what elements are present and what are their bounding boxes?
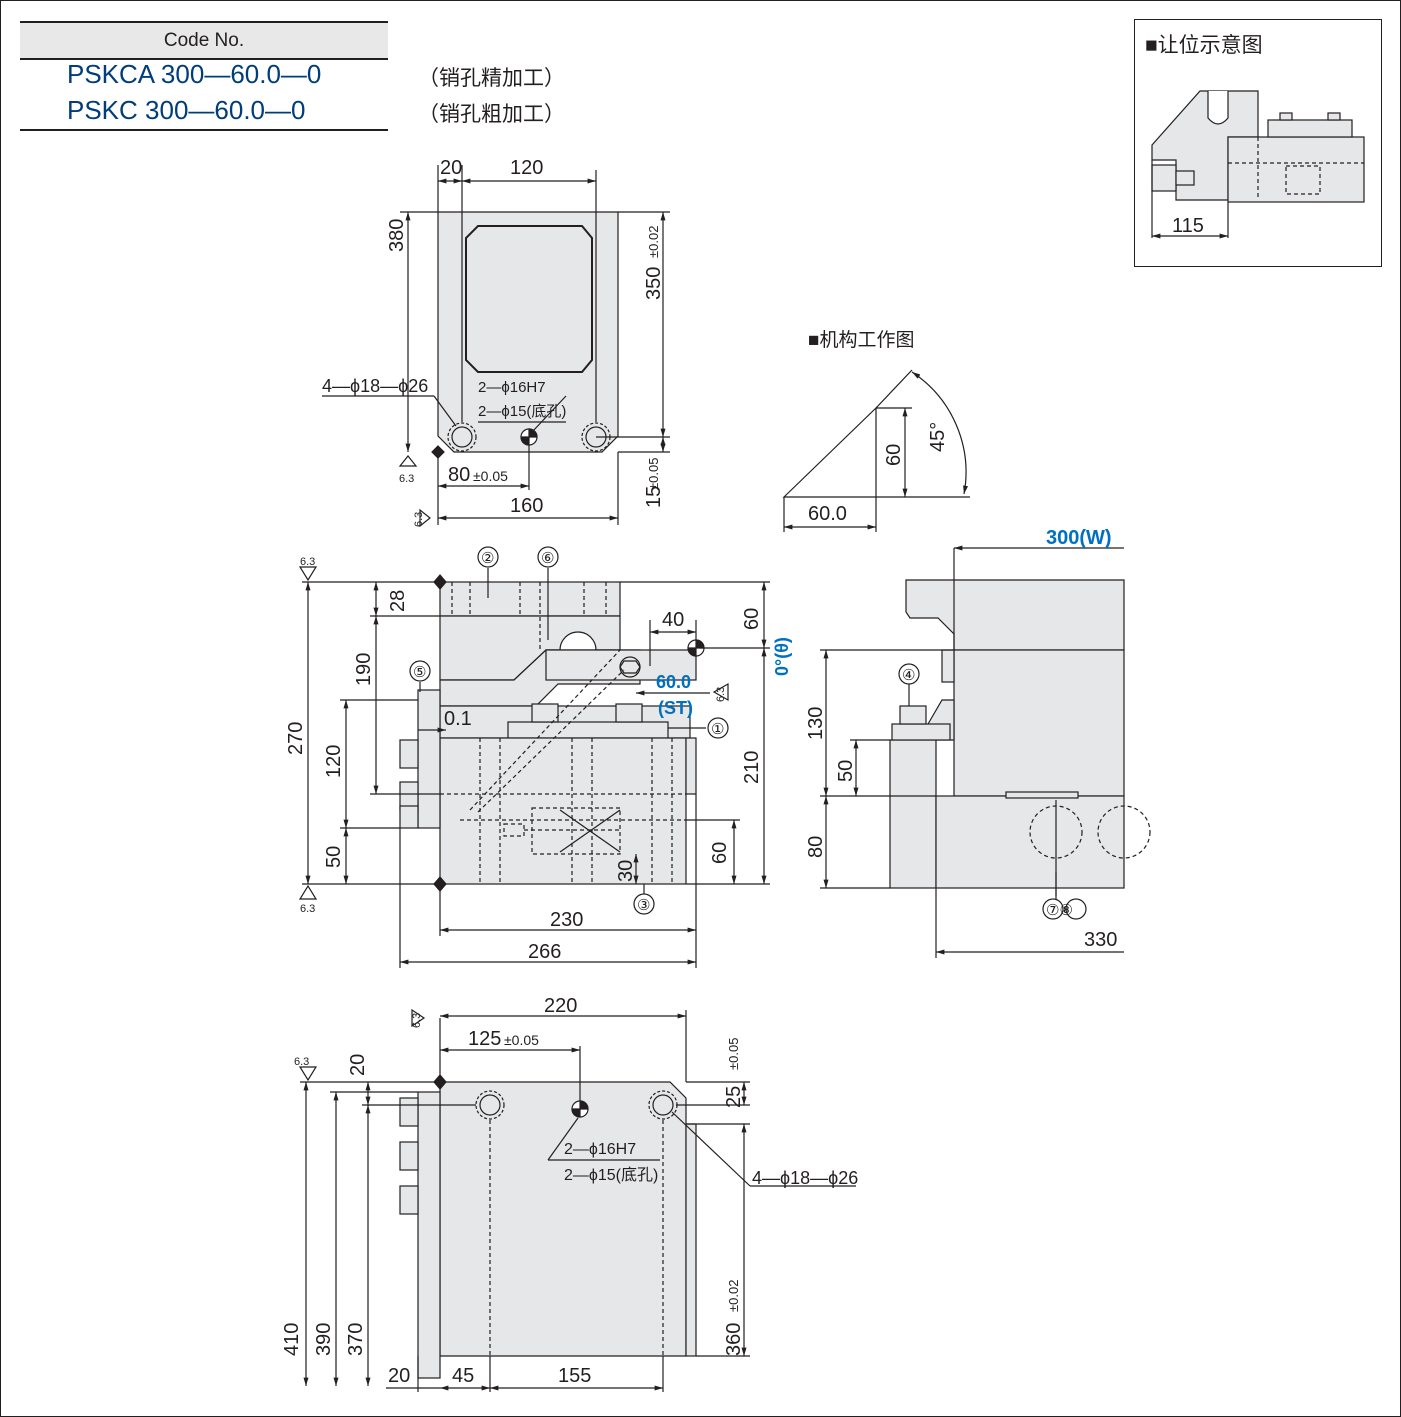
code-table-header: Code No.	[20, 21, 388, 60]
code-note-rough: （销孔粗加工）	[418, 103, 565, 126]
side-dim-330: 330	[1084, 929, 1117, 951]
bottom-dim-155: 155	[558, 1365, 591, 1387]
front-balloon-1: ①	[711, 721, 724, 738]
bottom-roughness-left: 6.3	[294, 1056, 309, 1068]
top-bolt-hole-label: 4—ϕ18—ϕ26	[322, 376, 428, 396]
front-balloon-5: ⑤	[413, 664, 426, 681]
bottom-roughness-top: 6.3	[411, 1013, 423, 1028]
front-roughness-top: 6.3	[300, 556, 315, 568]
bottom-tol-005: ±0.05	[504, 1032, 539, 1048]
front-balloon-3: ③	[637, 897, 650, 914]
clearance-inset	[1134, 19, 1382, 267]
front-dim-30: 30	[615, 860, 637, 882]
front-balloon-6: ⑥	[541, 550, 554, 567]
side-balloon-4: ④	[902, 667, 915, 684]
bottom-dim-220: 220	[544, 995, 577, 1017]
front-dim-210: 210	[741, 751, 763, 784]
bottom-dim-20-left: 20	[388, 1365, 410, 1387]
front-dim-28: 28	[387, 590, 409, 612]
front-dim-60-bottom: 60	[709, 842, 731, 864]
bottom-pin-label-2: 2—ϕ15(底孔)	[564, 1166, 658, 1184]
mechanism-diagram	[782, 369, 970, 532]
bottom-pin-label-1: 2—ϕ16H7	[564, 1141, 636, 1158]
top-roughness-b: 6.3	[413, 512, 425, 527]
top-pin-label-1: 2—ϕ16H7	[478, 379, 546, 396]
front-dim-50: 50	[323, 846, 345, 868]
bottom-dim-390: 390	[313, 1323, 335, 1356]
bottom-dim-360: 360	[723, 1323, 745, 1356]
front-dim-230: 230	[550, 909, 583, 931]
front-roughness-side: 6.3	[715, 687, 727, 702]
front-dim-60-top: 60	[741, 608, 763, 630]
code-table-bottom-rule	[20, 129, 388, 131]
side-width-label: 300(W)	[1046, 527, 1112, 549]
code-row-pskca: PSKCA 300—60.0—0	[67, 59, 322, 89]
inset-title: ■让位示意图	[1145, 34, 1263, 57]
front-dim-40: 40	[662, 609, 684, 631]
mechanism-angle: 45°	[927, 422, 949, 452]
bottom-dim-45: 45	[452, 1365, 474, 1387]
front-dim-01: 0.1	[444, 708, 472, 730]
bottom-dim-410: 410	[281, 1323, 303, 1356]
top-dim-160: 160	[510, 495, 543, 517]
front-dim-120: 120	[323, 745, 345, 778]
front-dim-270: 270	[285, 722, 307, 755]
side-dim-80: 80	[805, 836, 827, 858]
top-dim-350: 350	[643, 267, 665, 300]
front-view	[298, 546, 770, 968]
bottom-dim-20-top: 20	[347, 1054, 369, 1076]
mechanism-dim-height: 60	[883, 444, 905, 466]
top-dim-80: 80	[448, 464, 470, 486]
bottom-bolt-hole-label: 4—ϕ18—ϕ26	[752, 1168, 858, 1188]
side-balloon-7-8: ⑦⑧	[1046, 902, 1073, 919]
top-dim-20: 20	[440, 157, 462, 179]
bottom-dim-25: 25	[723, 1086, 745, 1108]
bottom-dim-370: 370	[345, 1323, 367, 1356]
front-dim-266: 266	[528, 941, 561, 963]
side-dim-130: 130	[805, 707, 827, 740]
mechanism-title: ■机构工作图	[808, 330, 915, 351]
front-stroke-label: (ST)	[658, 698, 693, 718]
top-dim-120: 120	[510, 157, 543, 179]
top-tol-005-vertical: ±0.05	[646, 458, 661, 490]
top-pin-label-2: 2—ϕ15(底孔)	[478, 403, 566, 420]
top-dim-15: 15	[643, 486, 665, 508]
inset-drawing	[1151, 90, 1365, 239]
bottom-tol-005-vertical: ±0.05	[726, 1038, 741, 1070]
inset-dim-115: 115	[1172, 215, 1204, 237]
top-roughness-a: 6.3	[399, 473, 414, 485]
bottom-view	[298, 1008, 856, 1392]
bottom-dim-125: 125	[468, 1028, 501, 1050]
side-view	[820, 545, 1151, 958]
bottom-tol-002: ±0.02	[726, 1280, 741, 1312]
front-balloon-2: ②	[481, 550, 494, 567]
front-roughness-bottom: 6.3	[300, 903, 315, 915]
front-angle-label: 0°(θ)	[772, 637, 792, 676]
top-tol-002: ±0.02	[646, 226, 661, 258]
code-note-fine: （销孔精加工）	[418, 67, 565, 90]
front-dim-190: 190	[353, 653, 375, 686]
top-dim-380: 380	[386, 219, 408, 252]
top-view	[322, 165, 670, 528]
top-tol-005: ±0.05	[473, 468, 508, 484]
side-dim-50: 50	[835, 760, 857, 782]
mechanism-dim-base: 60.0	[808, 503, 847, 525]
front-stroke-value: 60.0	[656, 672, 691, 692]
code-row-pskc: PSKC 300—60.0—0	[67, 95, 306, 125]
